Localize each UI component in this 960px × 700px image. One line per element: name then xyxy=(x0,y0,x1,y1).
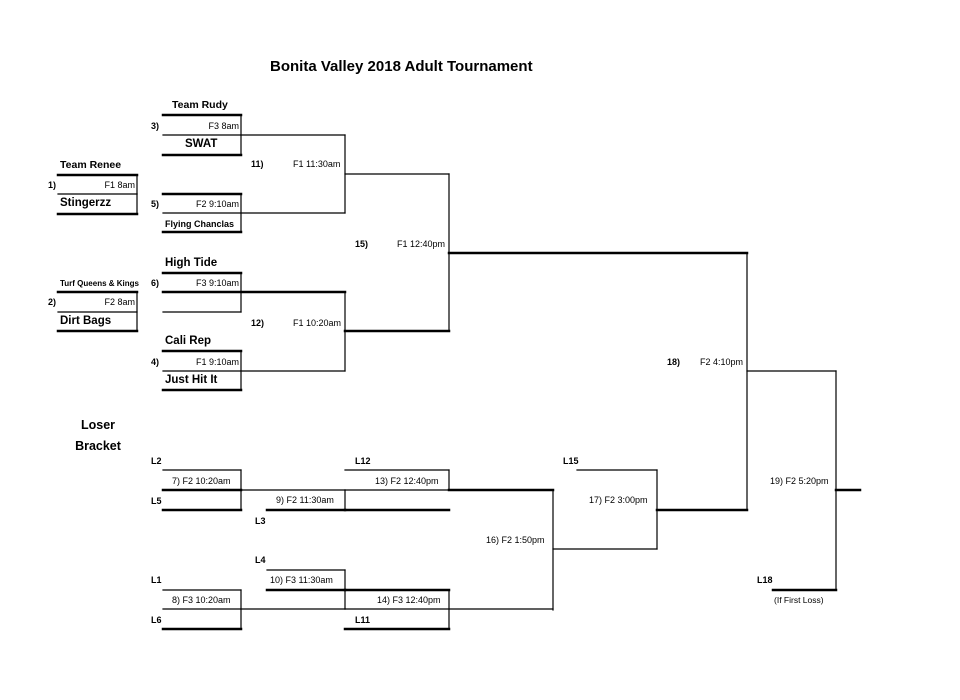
team-label: High Tide xyxy=(165,257,218,269)
game-time: 14) F3 12:40pm xyxy=(377,595,441,605)
loser-label: L4 xyxy=(255,555,266,565)
game-number: 18) xyxy=(667,357,681,367)
game-time: F3 8am xyxy=(208,121,239,131)
game-time: 17) F2 3:00pm xyxy=(589,495,648,505)
loser-label: L2 xyxy=(151,456,162,466)
team-label: Just Hit It xyxy=(165,374,218,386)
game-time: F1 12:40pm xyxy=(397,239,446,249)
game-number: 15) xyxy=(355,239,369,249)
game-number: 11) xyxy=(251,159,264,169)
loser-label: L11 xyxy=(355,615,371,625)
page-title: Bonita Valley 2018 Adult Tournament xyxy=(270,58,533,75)
seed-number: 6) xyxy=(151,278,160,288)
seed-number: 3) xyxy=(151,121,160,131)
loser-bracket-line1: Loser xyxy=(80,418,116,432)
game-time: F2 8am xyxy=(104,297,135,307)
loser-label: L1 xyxy=(151,575,162,585)
game-time: 19) F2 5:20pm xyxy=(770,476,829,486)
loser-bracket-line2: Bracket xyxy=(75,439,121,453)
team-label: Stingerzz xyxy=(60,197,112,209)
loser-label: L6 xyxy=(151,615,162,625)
loser-bracket-heading: Loser Bracket xyxy=(58,415,138,457)
seed-number: 5) xyxy=(151,199,160,209)
team-label: Team Rudy xyxy=(172,99,228,111)
game-time: 8) F3 10:20am xyxy=(172,595,231,605)
note-if-first-loss: (If First Loss) xyxy=(774,595,824,605)
seed-number: 2) xyxy=(48,297,57,307)
team-label: SWAT xyxy=(185,138,218,150)
game-time: F1 11:30am xyxy=(293,159,341,169)
team-label: Flying Chanclas xyxy=(165,219,235,229)
team-label: Cali Rep xyxy=(165,335,212,347)
team-label: Turf Queens & Kings xyxy=(60,279,139,288)
game-number: 12) xyxy=(251,318,265,328)
loser-label: L5 xyxy=(151,496,162,506)
game-time: F3 9:10am xyxy=(195,278,239,288)
game-time: 16) F2 1:50pm xyxy=(486,535,545,545)
game-time: F1 8am xyxy=(104,180,135,190)
team-label: Dirt Bags xyxy=(60,315,112,327)
loser-label: L15 xyxy=(563,456,579,466)
game-time: F1 10:20am xyxy=(293,318,342,328)
game-time: F2 4:10pm xyxy=(700,357,744,367)
game-time: 7) F2 10:20am xyxy=(172,476,231,486)
team-label: Team Renee xyxy=(60,159,122,171)
game-time: F2 9:10am xyxy=(195,199,239,209)
seed-number: 1) xyxy=(48,180,57,190)
loser-label: L12 xyxy=(355,456,371,466)
game-time: 13) F2 12:40pm xyxy=(375,476,439,486)
game-time: 9) F2 11:30am xyxy=(276,495,334,505)
game-time: 10) F3 11:30am xyxy=(270,575,333,585)
game-time: F1 9:10am xyxy=(195,357,239,367)
seed-number: 4) xyxy=(151,357,160,367)
loser-label: L18 xyxy=(757,575,773,585)
loser-label: L3 xyxy=(255,516,266,526)
